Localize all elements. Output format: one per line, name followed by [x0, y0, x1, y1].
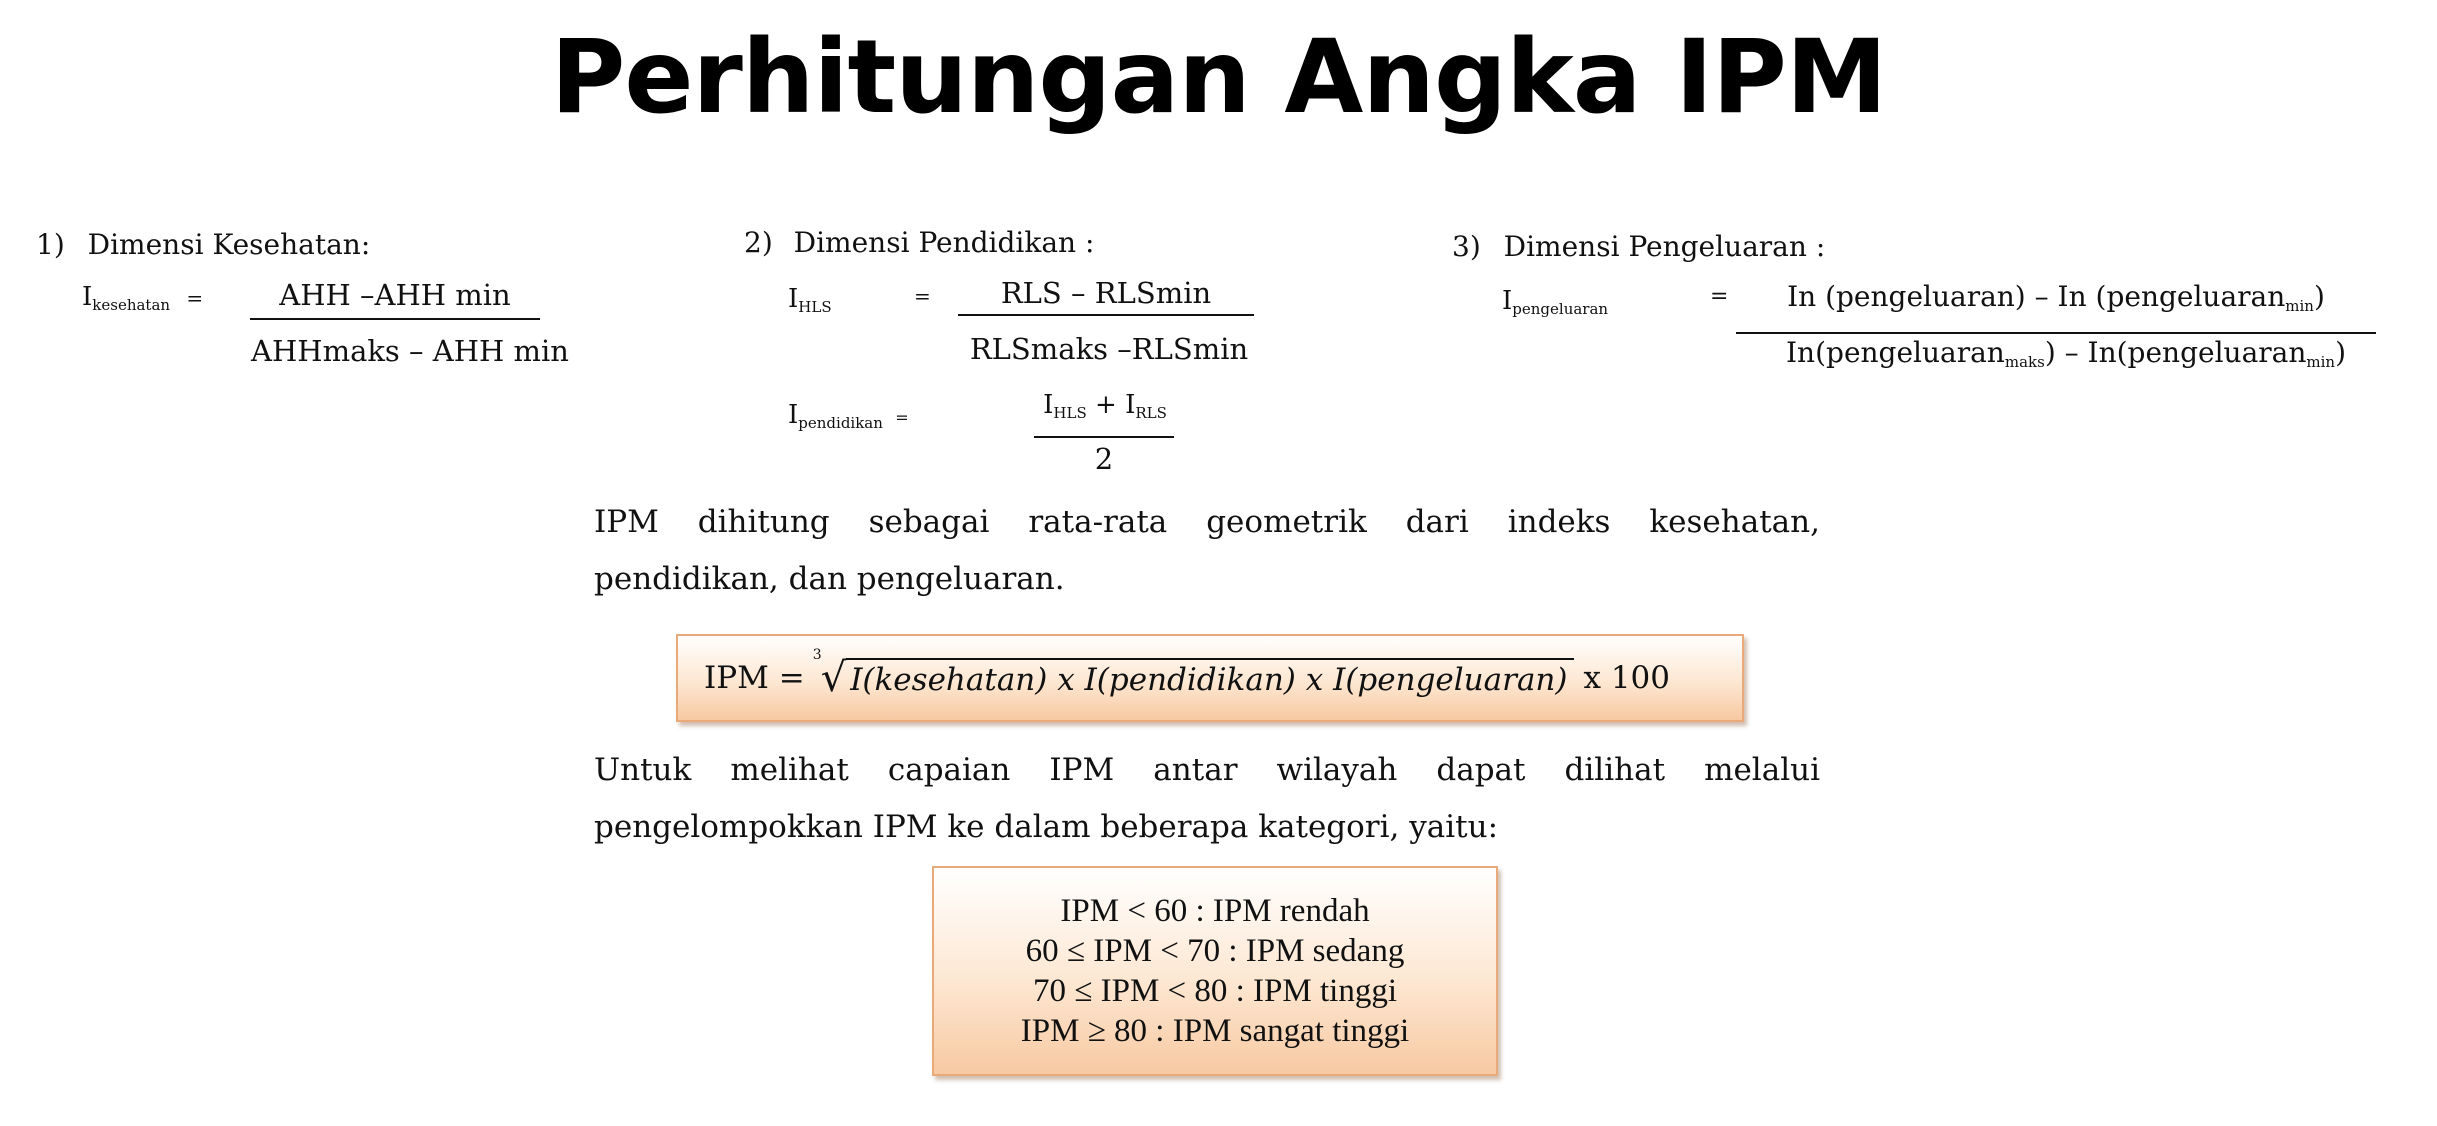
formula-radicand: I(kesehatan) x I(pendidikan) x I(pengelu… [846, 658, 1574, 698]
pengeluaran-equals: = [1710, 284, 1729, 309]
category-item: IPM < 60 : IPM rendah [1060, 893, 1370, 929]
paragraph-categories-intro: Untuk melihat capaian IPM antar wilayah … [594, 742, 1820, 856]
hls-denominator: RLSmaks –RLSmin [969, 332, 1249, 366]
paragraph-line: Untuk melihat capaian IPM antar wilayah … [594, 752, 1820, 788]
pendidikan-fraction-bar [1034, 436, 1174, 438]
cube-root: 3 √ I(kesehatan) x I(pendidikan) x I(pen… [813, 647, 1574, 701]
hls-equals: = [914, 284, 931, 308]
kesehatan-heading: 1) Dimensi Kesehatan: [36, 228, 370, 261]
kesehatan-heading-number: 1) [36, 228, 65, 261]
kesehatan-denominator: AHHmaks – AHH min [251, 334, 569, 368]
pendidikan-heading-text: Dimensi Pendidikan : [793, 226, 1095, 259]
paragraph-line: pengelompokkan IPM ke dalam beberapa kat… [594, 809, 1499, 845]
pengeluaran-heading: 3) Dimensi Pengeluaran : [1452, 230, 1825, 263]
pendidikan-heading: 2) Dimensi Pendidikan : [744, 226, 1094, 259]
pengeluaran-denominator: In(pengeluaranmaks) – In(pengeluaranmin) [1786, 336, 2346, 371]
pengeluaran-numerator: In (pengeluaran) – In (pengeluaranmin) [1787, 280, 2325, 315]
category-item: IPM ≥ 80 : IPM sangat tinggi [1020, 1013, 1410, 1049]
pengeluaran-heading-text: Dimensi Pengeluaran : [1503, 230, 1826, 263]
pendidikan-numerator: IHLS + IRLS [1043, 390, 1167, 422]
pendidikan-index-label: Ipendidikan = [788, 400, 909, 432]
ipm-categories-box: IPM < 60 : IPM rendah 60 ≤ IPM < 70 : IP… [932, 866, 1498, 1076]
paragraph-geometric-mean: IPM dihitung sebagai rata-rata geometrik… [594, 494, 1820, 608]
root-sign-icon: √ [820, 655, 847, 701]
kesehatan-numerator: AHH –AHH min [279, 278, 511, 312]
kesehatan-index-label: Ikesehatan = [82, 282, 204, 314]
page-title: Perhitungan Angka IPM [550, 18, 1888, 137]
pendidikan-denominator: 2 [1094, 442, 1114, 476]
paragraph-line: IPM dihitung sebagai rata-rata geometrik… [594, 504, 1820, 540]
formula-lhs: IPM = [704, 660, 805, 696]
kesehatan-fraction-bar [250, 318, 540, 320]
pengeluaran-fraction-bar [1736, 332, 2376, 334]
paragraph-line: pendidikan, dan pengeluaran. [594, 561, 1065, 597]
pengeluaran-index-label: Ipengeluaran [1502, 286, 1609, 318]
category-item: 60 ≤ IPM < 70 : IPM sedang [1025, 933, 1405, 969]
pendidikan-heading-number: 2) [744, 226, 773, 259]
kesehatan-heading-text: Dimensi Kesehatan: [87, 228, 371, 261]
category-item: 70 ≤ IPM < 80 : IPM tinggi [1032, 973, 1397, 1009]
root-index: 3 [812, 647, 822, 663]
pengeluaran-heading-number: 3) [1452, 230, 1481, 263]
hls-numerator: RLS – RLSmin [1000, 276, 1212, 310]
hls-fraction-bar [958, 314, 1254, 316]
formula-tail: x 100 [1583, 660, 1671, 696]
hls-index-label: IHLS [788, 284, 832, 316]
ipm-formula-box: IPM = 3 √ I(kesehatan) x I(pendidikan) x… [676, 634, 1744, 722]
